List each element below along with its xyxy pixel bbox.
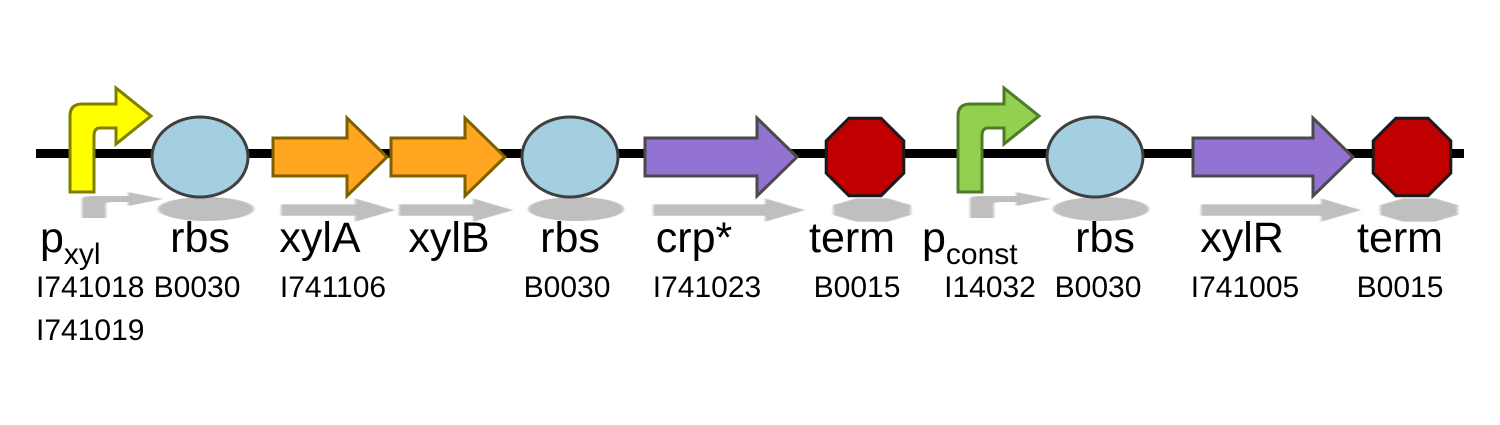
id-cds-xylAB: I741106 bbox=[280, 271, 386, 304]
label-pconst-sub: const bbox=[946, 238, 1018, 271]
id-promoter-pxyl-2: I741019 bbox=[36, 314, 144, 347]
terminator-1-glyph bbox=[824, 116, 906, 198]
terminator-2-glyph bbox=[1371, 116, 1453, 198]
id-rbs-1: B0030 bbox=[154, 271, 241, 304]
rbs-2-glyph bbox=[520, 115, 620, 199]
cds-xylB-glyph bbox=[389, 116, 507, 198]
label-pconst-main: p bbox=[922, 214, 946, 262]
id-promoter-pconst: I14032 bbox=[944, 271, 1036, 304]
label-cds-xylR: xylR bbox=[1200, 214, 1284, 262]
cds-crp-glyph bbox=[643, 116, 799, 198]
label-terminator-2: term bbox=[1357, 214, 1443, 262]
rbs-3-glyph bbox=[1045, 115, 1145, 199]
id-terminator-2: B0015 bbox=[1357, 271, 1444, 304]
cds-xylA-glyph bbox=[271, 116, 389, 198]
id-rbs-2: B0030 bbox=[524, 271, 611, 304]
label-promoter-pconst: pconst bbox=[922, 214, 1018, 271]
id-rbs-3: B0030 bbox=[1055, 271, 1142, 304]
label-rbs-1: rbs bbox=[170, 214, 230, 262]
promoter-pconst-shadow bbox=[970, 192, 1051, 218]
label-pxyl-main: p bbox=[40, 214, 64, 262]
rbs-1-glyph bbox=[150, 115, 250, 199]
label-promoter-pxyl: pxyl bbox=[40, 214, 101, 271]
cds-xylR-glyph bbox=[1191, 116, 1355, 198]
label-terminator-1: term bbox=[809, 214, 895, 262]
label-cds-crp: crp* bbox=[656, 214, 733, 262]
label-cds-xylA: xylA bbox=[279, 214, 361, 262]
label-cds-xylB: xylB bbox=[408, 214, 489, 262]
glyph-layer bbox=[68, 86, 1453, 199]
id-layer: I741018 I741019 B0030 I741106 B0030 I741… bbox=[36, 271, 1443, 347]
id-cds-crp: I741023 bbox=[653, 271, 761, 304]
id-promoter-pxyl-1: I741018 bbox=[36, 271, 144, 304]
label-pxyl-sub: xyl bbox=[64, 238, 101, 271]
id-cds-xylR: I741005 bbox=[1191, 271, 1299, 304]
id-terminator-1: B0015 bbox=[814, 271, 901, 304]
label-rbs-2: rbs bbox=[540, 214, 600, 262]
promoter-pxyl-glyph bbox=[68, 86, 153, 194]
promoter-pconst-glyph bbox=[956, 86, 1041, 194]
promoter-pxyl-shadow bbox=[82, 192, 163, 218]
label-layer: pxyl rbs xylA xylB rbs crp* term pconst … bbox=[40, 214, 1443, 271]
label-rbs-3: rbs bbox=[1075, 214, 1135, 262]
